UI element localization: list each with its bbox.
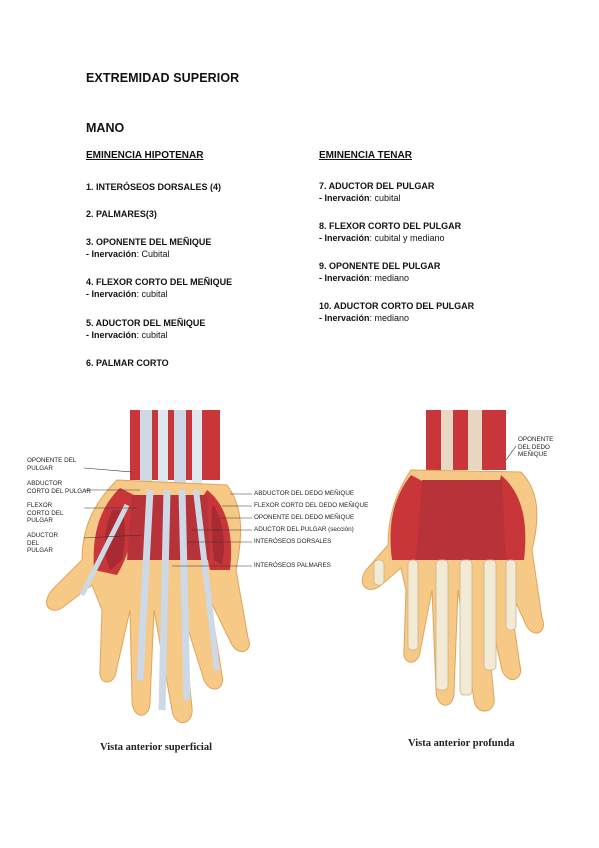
label-interoseos-palmares: INTERÓSEOS PALMARES [254, 562, 331, 569]
label-flexor-corto-dedo-menique: FLEXOR CORTO DEL DEDO MEÑIQUE [254, 502, 369, 509]
nerve-line: - Inervación: cubital [86, 288, 306, 301]
hand-deep-figure: OPONENTE DEL DEDO MEÑIQUE Vista anterior… [356, 410, 572, 750]
muscle-entry: 7. ADUCTOR DEL PULGAR - Inervación: cubi… [319, 180, 559, 205]
nerve-value: : cubital [369, 193, 401, 203]
nerve-line: - Inervación: cubital [319, 192, 559, 205]
nerve-label: - Inervación [319, 193, 370, 203]
document-title: EXTREMIDAD SUPERIOR [86, 71, 240, 85]
nerve-line: - Inervación: mediano [319, 312, 559, 325]
nerve-line: - Inervación: cubital [86, 329, 306, 342]
muscle-title: 3. OPONENTE DEL MEÑIQUE [86, 237, 212, 247]
muscle-title: 9. OPONENTE DEL PULGAR [319, 261, 441, 271]
hand-superficial-figure: OPONENTE DEL PULGAR ABDUCTOR CORTO DEL P… [22, 410, 368, 762]
muscle-title: 4. FLEXOR CORTO DEL MEÑIQUE [86, 277, 233, 287]
nerve-line: - Inervación: Cubital [86, 248, 306, 261]
label-aductor-pulgar-seccion: ADUCTOR DEL PULGAR (sección) [254, 526, 354, 533]
hypothenar-heading: EMINENCIA HIPOTENAR [86, 150, 204, 161]
muscle-entry: 2. PALMARES(3) [86, 208, 306, 220]
nerve-value: : cubital y mediano [369, 233, 445, 243]
label-oponente-pulgar: OPONENTE DEL PULGAR [27, 457, 77, 472]
thenar-column: EMINENCIA TENAR 7. ADUCTOR DEL PULGAR - … [319, 150, 559, 323]
nerve-label: - Inervación [86, 249, 137, 259]
nerve-value: : cubital [136, 330, 168, 340]
nerve-line: - Inervación: mediano [319, 272, 559, 285]
caption-profunda: Vista anterior profunda [408, 738, 515, 749]
hand-deep-illustration [361, 410, 544, 712]
label-oponente-dedo-menique: OPONENTE DEL DEDO MEÑIQUE [254, 514, 355, 521]
nerve-line: - Inervación: cubital y mediano [319, 232, 559, 245]
muscle-entry: 5. ADUCTOR DEL MEÑIQUE - Inervación: cub… [86, 317, 306, 342]
muscle-entry: 9. OPONENTE DEL PULGAR - Inervación: med… [319, 260, 559, 285]
nerve-value: : mediano [369, 313, 410, 323]
nerve-value: : mediano [369, 273, 410, 283]
nerve-value: : cubital [136, 289, 168, 299]
section-heading: MANO [86, 121, 125, 135]
nerve-label: - Inervación [319, 233, 370, 243]
muscle-entry: 3. OPONENTE DEL MEÑIQUE - Inervación: Cu… [86, 236, 306, 261]
muscle-title: 2. PALMARES(3) [86, 209, 157, 219]
nerve-label: - Inervación [319, 273, 370, 283]
label-flexor-corto-pulgar: FLEXOR CORTO DEL PULGAR [27, 502, 64, 524]
label-abductor-corto-pulgar: ABDUCTOR CORTO DEL PULGAR [27, 480, 91, 495]
nerve-label: - Inervación [319, 313, 370, 323]
muscle-entry: 4. FLEXOR CORTO DEL MEÑIQUE - Inervación… [86, 276, 306, 301]
muscle-title: 5. ADUCTOR DEL MEÑIQUE [86, 318, 206, 328]
muscle-title: 6. PALMAR CORTO [86, 358, 169, 368]
nerve-value: : Cubital [136, 249, 170, 259]
label-oponente-dedo-menique-deep: OPONENTE DEL DEDO MEÑIQUE [518, 436, 554, 458]
thenar-heading: EMINENCIA TENAR [319, 150, 412, 161]
muscle-entry: 1. INTERÓSEOS DORSALES (4) [86, 181, 306, 193]
caption-superficial: Vista anterior superficial [100, 742, 212, 753]
nerve-label: - Inervación [86, 289, 137, 299]
label-aductor-pulgar: ADUCTOR DEL PULGAR [27, 532, 59, 554]
muscle-entry: 10. ADUCTOR CORTO DEL PULGAR - Inervació… [319, 300, 559, 325]
muscle-title: 1. INTERÓSEOS DORSALES (4) [86, 182, 222, 192]
nerve-label: - Inervación [86, 330, 137, 340]
muscle-title: 8. FLEXOR CORTO DEL PULGAR [319, 221, 462, 231]
hand-superficial-illustration [46, 410, 252, 723]
muscle-entry: 6. PALMAR CORTO [86, 357, 306, 369]
label-abductor-dedo-menique: ABDUCTOR DEL DEDO MEÑIQUE [254, 490, 355, 497]
label-interoseos-dorsales: INTERÓSEOS DORSALES [254, 538, 332, 545]
muscle-entry: 8. FLEXOR CORTO DEL PULGAR - Inervación:… [319, 220, 559, 245]
hypothenar-column: EMINENCIA HIPOTENAR 1. INTERÓSEOS DORSAL… [86, 150, 306, 368]
muscle-title: 10. ADUCTOR CORTO DEL PULGAR [319, 301, 475, 311]
muscle-title: 7. ADUCTOR DEL PULGAR [319, 181, 435, 191]
